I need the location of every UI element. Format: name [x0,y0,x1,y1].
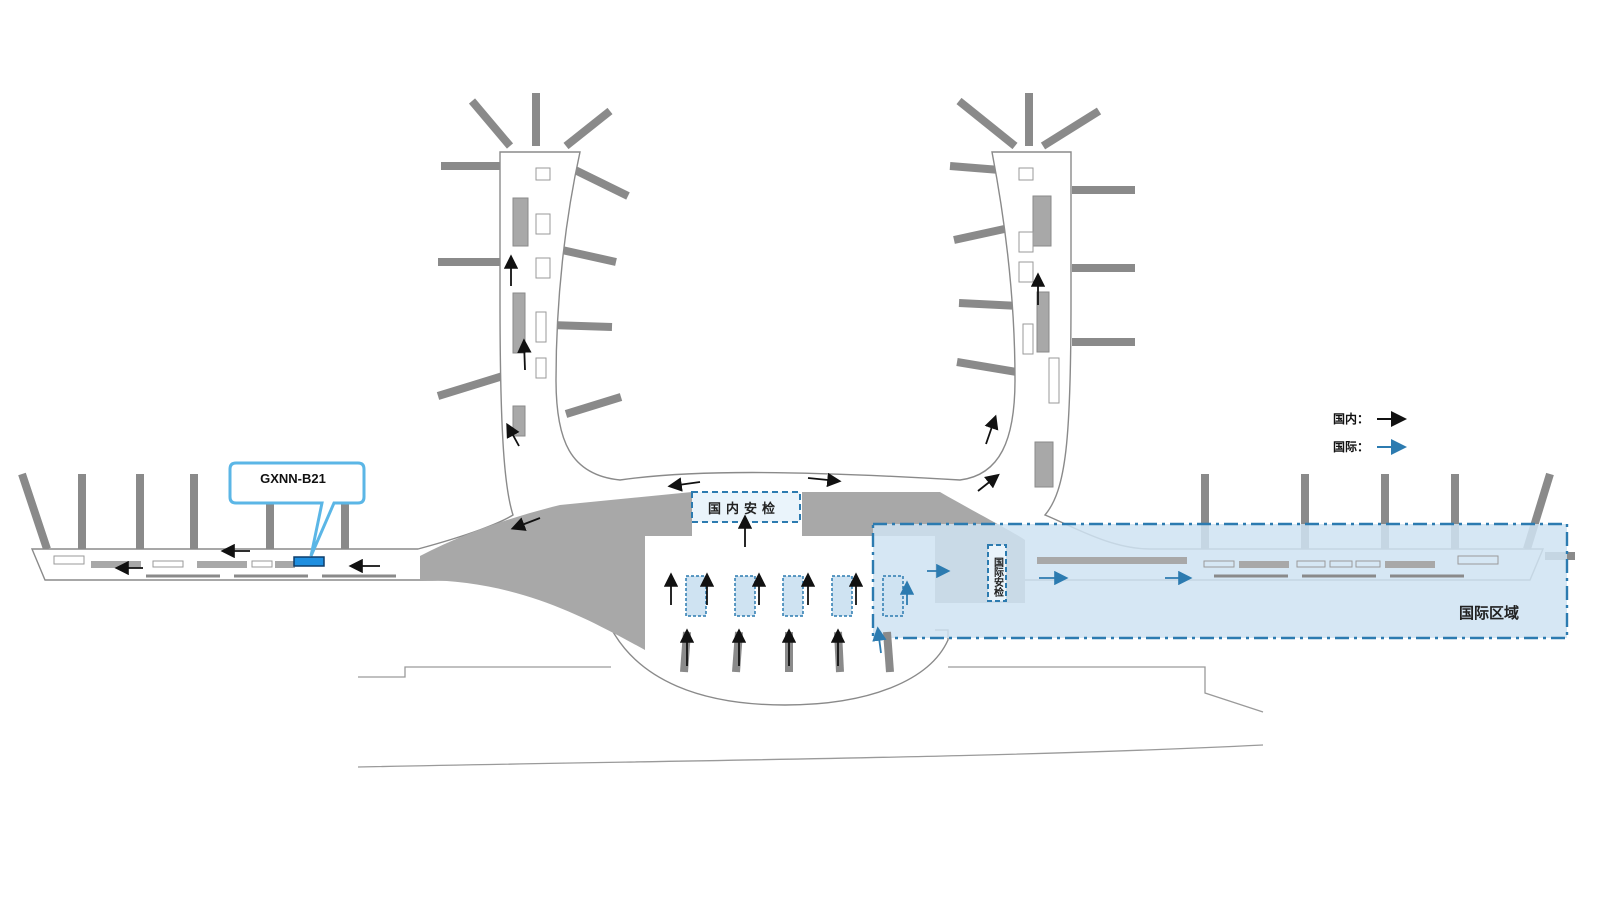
pier-interior [512,195,1054,488]
domestic-flow-arrows [114,254,1046,666]
apron-lines [357,666,1264,768]
domestic-security-label: 国内安检 [708,501,780,517]
legend-domestic-label: 国内： [1333,411,1369,426]
pier-seating [535,167,1060,404]
map-legend: 国内： 国际： [1333,411,1407,455]
central-hall-outline [610,629,949,706]
right-pier-jetbridges [949,93,1135,376]
intl-security-box [987,544,1007,602]
left-wing-jetbridges [18,472,349,551]
ad-callout-label: GXNN-B21 [260,470,326,486]
intl-security-label: 国际安检 [992,557,1004,598]
ad-callout [228,461,366,567]
ad-location-marker [293,556,325,567]
intl-zone-label: 国际区域 [1459,604,1519,622]
left-pier-jetbridges [436,93,630,418]
international-zone [871,522,1569,640]
international-flow-arrows [872,563,1193,654]
legend-international-label: 国际： [1333,440,1369,454]
wing-seating [53,555,1499,568]
